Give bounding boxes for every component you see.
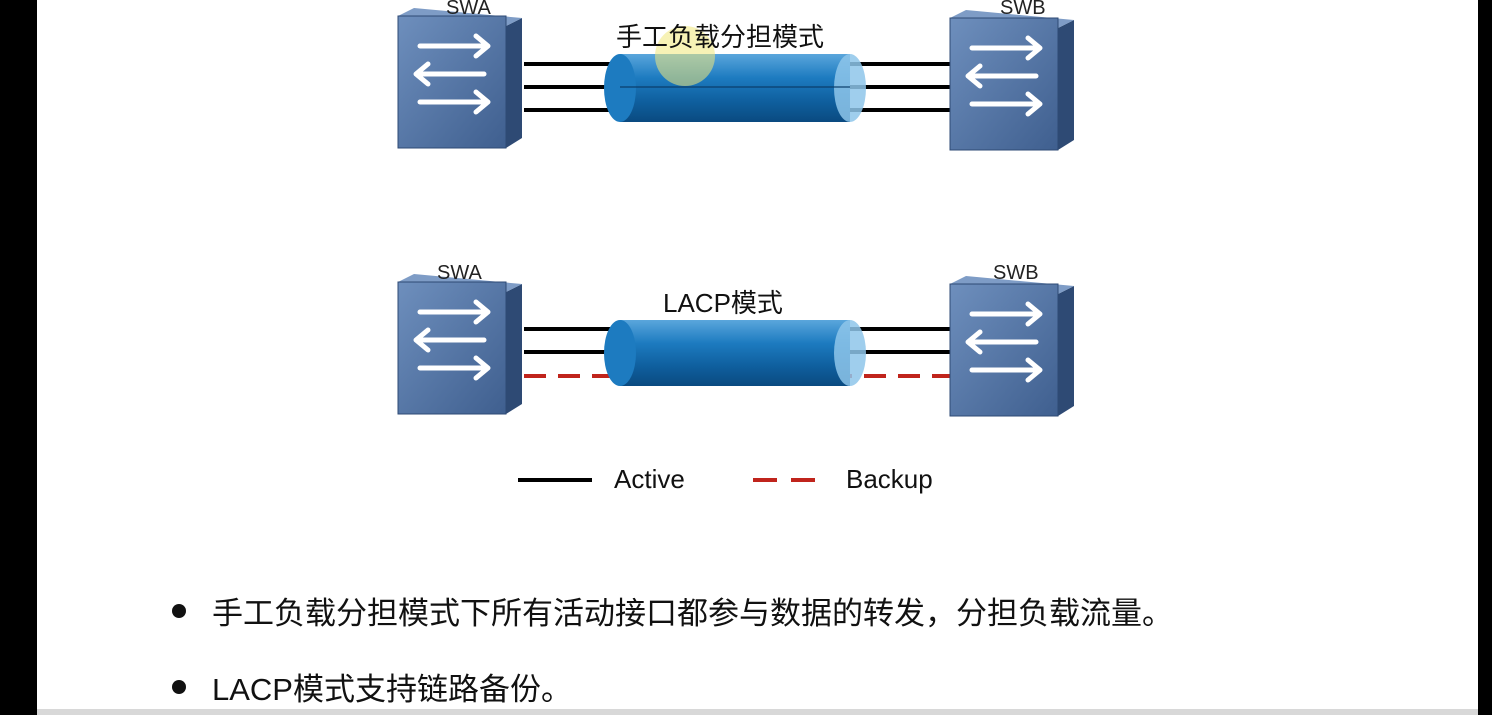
legend-active-label: Active — [614, 464, 685, 494]
top-swb-switch-icon — [950, 10, 1074, 150]
bottom-swb-switch-icon — [950, 276, 1074, 416]
top-trunk-tube — [604, 54, 866, 122]
bottom-scroll-bar[interactable] — [37, 709, 1478, 715]
bullet-text-1: 手工负载分担模式下所有活动接口都参与数据的转发，分担负载流量。 — [212, 596, 1173, 631]
top-mode-title: 手工负载分担模式 — [616, 22, 825, 52]
bullet-item-2: LACP模式支持链路备份。 — [172, 664, 572, 709]
bottom-swb-label: SWB — [993, 262, 1039, 284]
bottom-swa-switch-icon — [398, 274, 522, 414]
bullet-dot-icon — [172, 679, 186, 694]
bottom-mode-title: LACP模式 — [663, 288, 783, 318]
legend-backup-label: Backup — [846, 464, 933, 494]
bullet-text-2: LACP模式支持链路备份。 — [212, 672, 572, 707]
left-black-border — [0, 0, 37, 715]
top-swa-label: SWA — [446, 0, 491, 19]
bullet-item-1: 手工负载分担模式下所有活动接口都参与数据的转发，分担负载流量。 — [172, 588, 1173, 633]
bottom-trunk-tube — [604, 320, 866, 386]
cursor-highlight — [655, 26, 715, 86]
top-swb-label: SWB — [1000, 0, 1046, 19]
top-swa-switch-icon — [398, 8, 522, 148]
bullet-dot-icon — [172, 603, 186, 618]
right-black-border — [1478, 0, 1492, 715]
bottom-swa-label: SWA — [437, 262, 482, 284]
